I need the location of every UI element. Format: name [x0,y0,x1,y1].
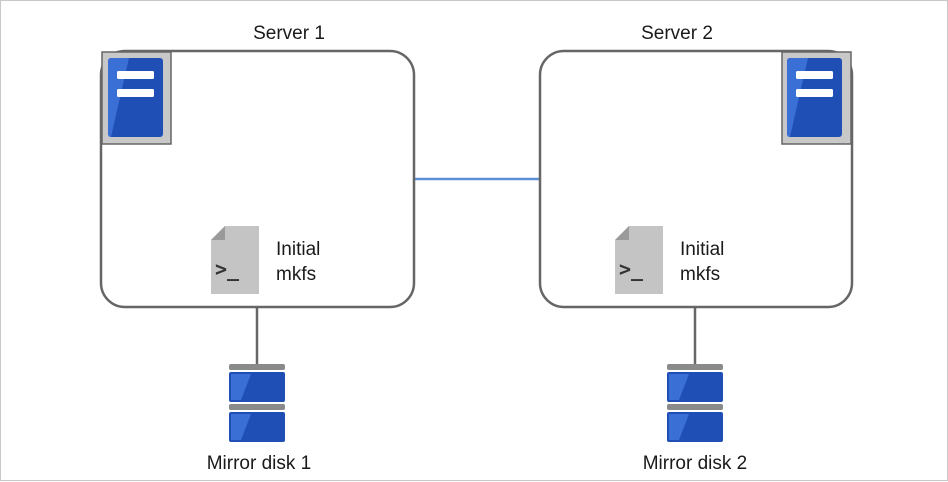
mirror-disk-2-label: Mirror disk 2 [643,453,748,474]
server-2-label: Server 2 [641,23,713,44]
server-2: Server 2 >_ Initial mkfs [538,23,854,309]
script-label-line2: mkfs [680,264,720,285]
script-label-line1: Initial [680,239,724,260]
terminal-script-icon: >_ [211,226,259,294]
server-icon [781,51,852,145]
mirror-disk-2: Mirror disk 2 [643,364,748,474]
svg-text:>_: >_ [215,257,240,281]
server-1-box [99,49,416,309]
server-icon [101,51,172,145]
server-1: Server 1 >_ Initial mkfs [99,23,416,309]
mirror-disk-1: Mirror disk 1 [207,364,312,474]
script-label-line2: mkfs [276,264,316,285]
mirror-disk-1-label: Mirror disk 1 [207,453,312,474]
svg-text:>_: >_ [619,257,644,281]
script-label-line1: Initial [276,239,320,260]
server-1-label: Server 1 [253,23,325,44]
terminal-script-icon: >_ [615,226,663,294]
disk-icon [229,364,285,442]
disk-icon [667,364,723,442]
